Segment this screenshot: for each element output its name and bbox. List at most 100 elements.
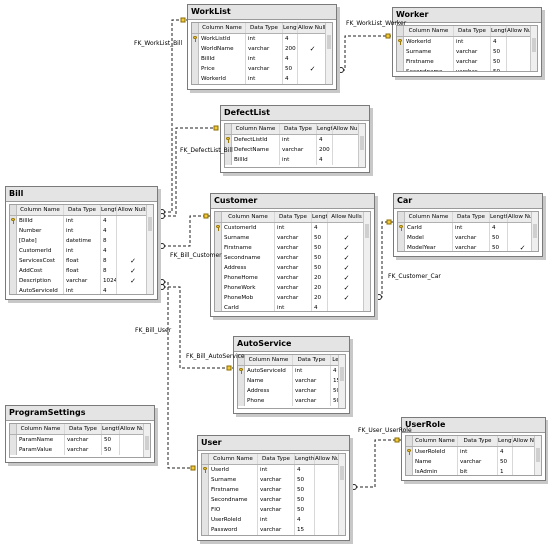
column-header-length[interactable]: Length bbox=[317, 124, 333, 134]
column-header-type[interactable]: Data Type bbox=[454, 26, 491, 36]
row-selector[interactable] bbox=[215, 293, 222, 303]
row-selector[interactable] bbox=[202, 475, 209, 485]
row-selector[interactable] bbox=[225, 155, 232, 165]
vertical-scrollbar[interactable] bbox=[146, 205, 153, 294]
row-selector[interactable] bbox=[10, 236, 17, 246]
row-selector[interactable] bbox=[215, 263, 222, 273]
row-selector[interactable] bbox=[238, 386, 245, 396]
row-selector[interactable] bbox=[225, 135, 232, 145]
row-selector[interactable] bbox=[406, 457, 413, 467]
column-header-name[interactable]: Column Name bbox=[404, 26, 454, 36]
column-header-length[interactable]: Length bbox=[491, 26, 507, 36]
scrollbar-thumb[interactable] bbox=[360, 136, 364, 150]
column-header-name[interactable]: Column Name bbox=[17, 424, 65, 434]
column-header-length[interactable]: Length bbox=[102, 424, 120, 434]
row-selector[interactable] bbox=[10, 246, 17, 256]
row-selector[interactable] bbox=[192, 54, 199, 64]
row-selector[interactable] bbox=[215, 233, 222, 243]
column-header-type[interactable]: Data Type bbox=[293, 355, 331, 365]
column-header-type[interactable]: Data Type bbox=[64, 205, 101, 215]
row-selector[interactable] bbox=[10, 216, 17, 226]
column-header-name[interactable]: Column Name bbox=[405, 212, 453, 222]
column-header-type[interactable]: Data Type bbox=[65, 424, 102, 434]
allow-nulls-checkbox[interactable] bbox=[328, 303, 366, 311]
row-selector[interactable] bbox=[202, 485, 209, 495]
allow-nulls-checkbox[interactable]: ✓ bbox=[298, 44, 328, 54]
column-header-length[interactable]: Length bbox=[101, 205, 117, 215]
column-header-type[interactable]: Data Type bbox=[453, 212, 490, 222]
table-title[interactable]: Customer bbox=[211, 194, 374, 209]
row-selector[interactable] bbox=[10, 445, 17, 455]
vertical-scrollbar[interactable] bbox=[338, 454, 345, 535]
column-header-nulls[interactable]: Allow Nulls bbox=[513, 438, 542, 444]
column-header-type[interactable]: Data Type bbox=[275, 212, 312, 222]
fk-bill-autoservice-label[interactable]: FK_Bill_AutoService bbox=[186, 353, 245, 360]
table-title[interactable]: Bill bbox=[6, 187, 157, 202]
row-selector[interactable] bbox=[397, 47, 404, 57]
row-selector[interactable] bbox=[406, 467, 413, 475]
vertical-scrollbar[interactable] bbox=[363, 212, 370, 311]
vertical-scrollbar[interactable] bbox=[534, 436, 541, 475]
allow-nulls-checkbox[interactable] bbox=[298, 74, 328, 84]
column-header-type[interactable]: Data Type bbox=[246, 23, 283, 33]
column-header-length[interactable]: Length bbox=[312, 212, 328, 222]
scrollbar-thumb[interactable] bbox=[340, 367, 344, 381]
vertical-scrollbar[interactable] bbox=[530, 26, 537, 71]
column-row[interactable]: Namevarchar150 bbox=[238, 376, 345, 386]
scrollbar-thumb[interactable] bbox=[148, 217, 152, 231]
allow-nulls-checkbox[interactable]: ✓ bbox=[298, 64, 328, 74]
scrollbar-thumb[interactable] bbox=[145, 436, 149, 450]
scrollbar-thumb[interactable] bbox=[327, 35, 331, 49]
row-selector[interactable] bbox=[192, 34, 199, 44]
column-header-type[interactable]: Data Type bbox=[458, 436, 498, 446]
column-header-nulls[interactable]: Allow Nulls bbox=[328, 212, 366, 222]
row-selector[interactable] bbox=[192, 44, 199, 54]
vertical-scrollbar[interactable] bbox=[143, 424, 150, 457]
allow-nulls-checkbox[interactable]: ✓ bbox=[328, 273, 366, 283]
allow-nulls-checkbox[interactable] bbox=[328, 223, 366, 233]
table-title[interactable]: ProgramSettings bbox=[6, 406, 154, 421]
table-title[interactable]: Car bbox=[394, 194, 542, 209]
row-selector[interactable] bbox=[202, 505, 209, 515]
row-selector[interactable] bbox=[397, 57, 404, 67]
allow-nulls-checkbox[interactable] bbox=[298, 54, 328, 64]
row-selector[interactable] bbox=[202, 515, 209, 525]
scrollbar-thumb[interactable] bbox=[532, 38, 536, 52]
row-selector[interactable] bbox=[10, 435, 17, 445]
column-header-length[interactable]: Length bbox=[498, 436, 513, 446]
row-selector[interactable] bbox=[238, 376, 245, 386]
table-title[interactable]: UserRole bbox=[402, 418, 545, 433]
row-selector[interactable] bbox=[397, 67, 404, 71]
row-selector[interactable] bbox=[202, 465, 209, 475]
vertical-scrollbar[interactable] bbox=[325, 23, 332, 84]
